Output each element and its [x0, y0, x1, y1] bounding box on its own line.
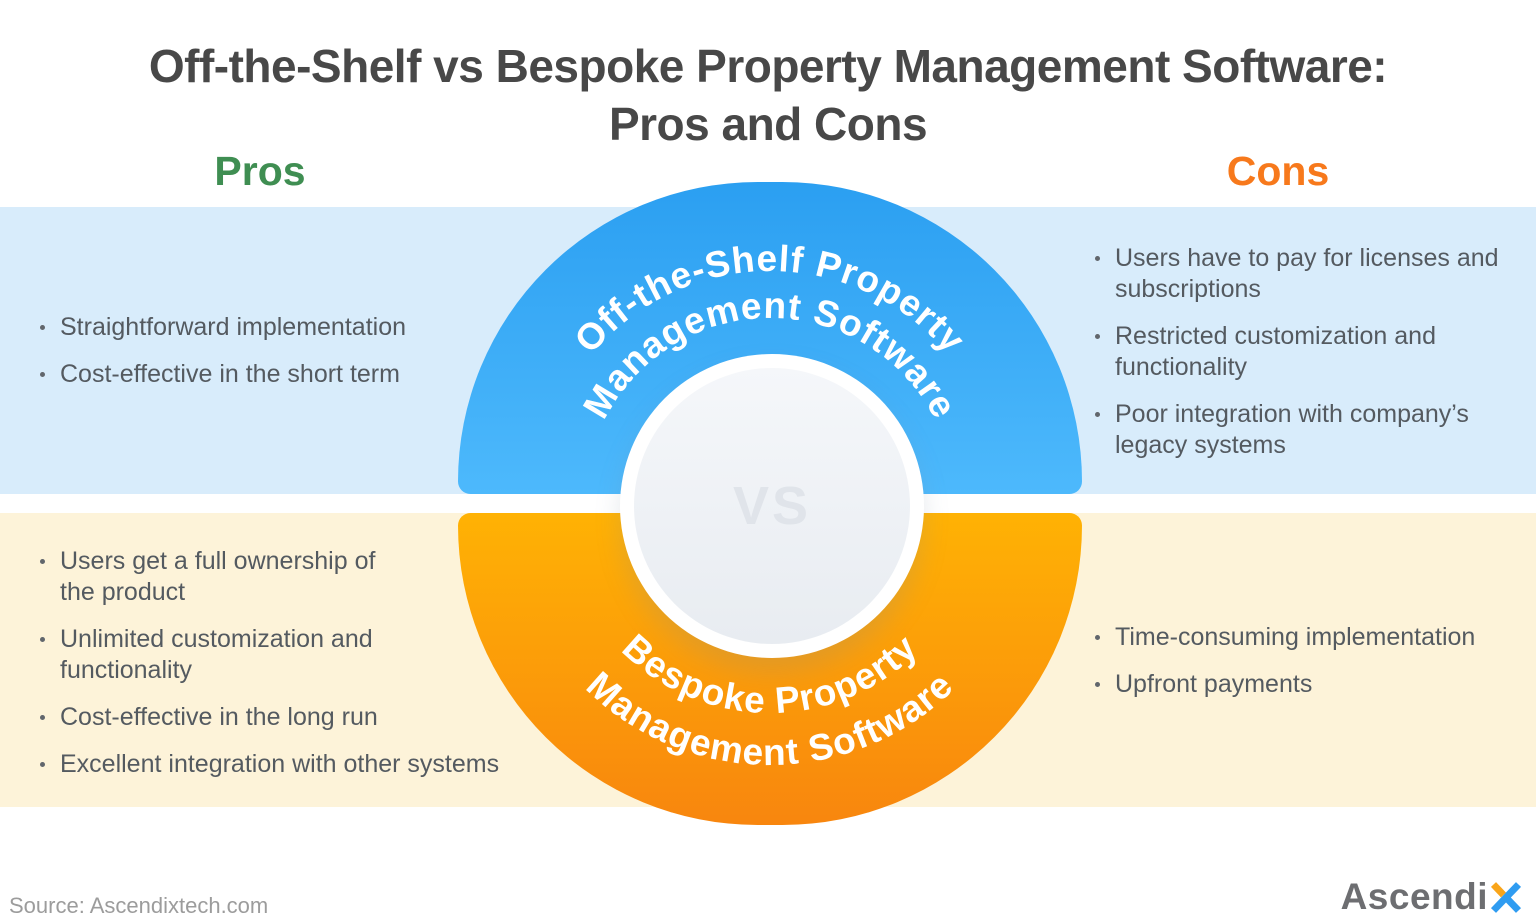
- list-item-text: Unlimited customization and functionalit…: [60, 625, 373, 684]
- source-credit: Source: Ascendixtech.com: [9, 893, 269, 918]
- ascendix-logo-text: Ascendi: [1340, 876, 1488, 917]
- list-item: Unlimited customization and functionalit…: [40, 624, 499, 686]
- bespoke-cons-list: Time-consuming implementation Upfront pa…: [1095, 622, 1475, 700]
- list-item-text: Users have to pay for licenses and subsc…: [1115, 244, 1499, 303]
- bullet-icon: [40, 372, 45, 377]
- page-title: Off-the-Shelf vs Bespoke Property Manage…: [0, 37, 1536, 153]
- bullet-icon: [40, 715, 45, 720]
- list-item-text: Restricted customization and functionali…: [1115, 322, 1436, 381]
- bespoke-pros-list: Users get a full ownership of the produc…: [40, 546, 499, 780]
- list-item: Users get a full ownership of the produc…: [40, 546, 499, 608]
- list-item: Poor integration with company’s legacy s…: [1095, 399, 1499, 461]
- list-item: Restricted customization and functionali…: [1095, 321, 1499, 383]
- list-item-text: Users get a full ownership of the produc…: [60, 547, 376, 606]
- list-item: Time-consuming implementation: [1095, 622, 1475, 653]
- bullet-icon: [1095, 412, 1100, 417]
- bullet-icon: [40, 637, 45, 642]
- list-item: Cost-effective in the long run: [40, 702, 499, 733]
- bullet-icon: [1095, 256, 1100, 261]
- bullet-icon: [1095, 682, 1100, 687]
- list-item-text: Excellent integration with other systems: [60, 750, 500, 778]
- list-item: Upfront payments: [1095, 669, 1475, 700]
- page-title-line2: Pros and Cons: [608, 97, 928, 150]
- pros-header: Pros: [214, 148, 306, 194]
- ascendix-logo: Ascendi: [1341, 876, 1522, 918]
- list-item: Users have to pay for licenses and subsc…: [1095, 243, 1499, 305]
- off-the-shelf-cons-list: Users have to pay for licenses and subsc…: [1095, 243, 1499, 461]
- list-item-text: Straightforward implementation: [60, 313, 406, 341]
- list-item-text: Time-consuming implementation: [1115, 623, 1476, 651]
- bullet-icon: [40, 325, 45, 330]
- bullet-icon: [40, 762, 45, 767]
- off-the-shelf-pros-list: Straightforward implementation Cost-effe…: [40, 312, 406, 390]
- page-title-line1: Off-the-Shelf vs Bespoke Property Manage…: [148, 39, 1388, 92]
- cons-header: Cons: [1226, 148, 1330, 194]
- list-item-text: Upfront payments: [1115, 670, 1313, 698]
- vs-circle: VS: [620, 354, 924, 658]
- vs-circle-inner: VS: [634, 368, 910, 644]
- list-item: Straightforward implementation: [40, 312, 406, 343]
- list-item: Excellent integration with other systems: [40, 749, 499, 780]
- bullet-icon: [1095, 635, 1100, 640]
- vs-label: VS: [732, 476, 812, 536]
- bullet-icon: [1095, 334, 1100, 339]
- list-item-text: Poor integration with company’s legacy s…: [1115, 400, 1469, 459]
- list-item-text: Cost-effective in the long run: [60, 703, 378, 731]
- list-item-text: Cost-effective in the short term: [60, 360, 400, 388]
- bullet-icon: [40, 559, 45, 564]
- logo-x-icon: [1490, 882, 1522, 913]
- list-item: Cost-effective in the short term: [40, 359, 406, 390]
